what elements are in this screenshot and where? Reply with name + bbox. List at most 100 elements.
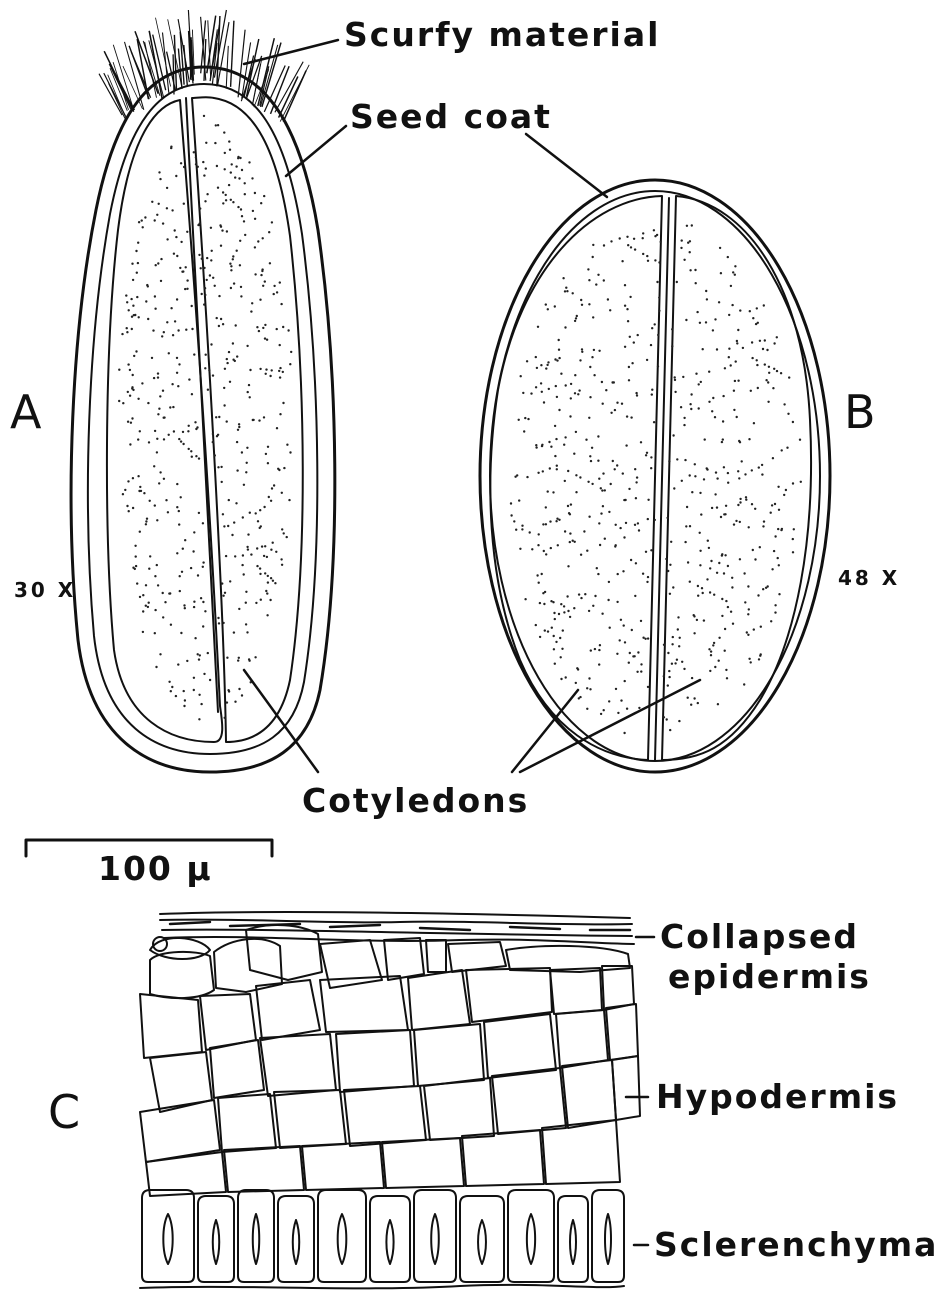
stipple-dot <box>751 341 753 343</box>
stipple-dot <box>670 541 672 543</box>
stipple-dot <box>131 417 133 419</box>
stipple-dot <box>267 581 269 583</box>
stipple-dot <box>770 512 772 514</box>
stipple-dot <box>157 413 159 415</box>
stipple-dot <box>197 574 199 576</box>
stipple-dot <box>193 151 195 153</box>
stipple-dot <box>705 321 707 323</box>
stipple-dot <box>166 238 168 240</box>
stipple-dot <box>719 247 721 249</box>
stipple-dot <box>640 620 642 622</box>
stipple-dot <box>222 622 224 624</box>
stipple-dot <box>700 381 702 383</box>
stipple-dot <box>647 499 649 501</box>
stipple-dot <box>248 660 250 662</box>
stipple-dot <box>141 219 143 221</box>
stipple-dot <box>786 447 788 449</box>
stipple-dot <box>736 342 738 344</box>
stipple-dot <box>592 605 594 607</box>
stipple-dot <box>212 277 214 279</box>
stipple-dot <box>524 598 526 600</box>
stipple-dot <box>156 438 158 440</box>
stipple-dot <box>135 555 137 557</box>
stipple-dot <box>676 659 678 661</box>
stipple-dot <box>216 165 218 167</box>
stipple-dot <box>160 280 162 282</box>
stipple-dot <box>270 500 272 502</box>
hypodermis-cells <box>140 925 640 1196</box>
stipple-dot <box>159 653 161 655</box>
stipple-dot <box>138 316 140 318</box>
stipple-dot <box>281 492 283 494</box>
stipple-dot <box>157 262 159 264</box>
stipple-dot <box>262 237 264 239</box>
stipple-dot <box>558 349 560 351</box>
stipple-dot <box>290 351 292 353</box>
stipple-dot <box>148 568 150 570</box>
stipple-dot <box>281 528 283 530</box>
stipple-dot <box>621 403 623 405</box>
stipple-dot <box>162 592 164 594</box>
stipple-dot <box>681 661 683 663</box>
stipple-dot <box>202 601 204 603</box>
stipple-dot <box>716 477 718 479</box>
stipple-dot <box>757 387 759 389</box>
stipple-dot <box>678 645 680 647</box>
stipple-dot <box>267 462 269 464</box>
stipple-dot <box>129 395 131 397</box>
stipple-dot <box>739 558 741 560</box>
scurf-hair <box>231 21 234 87</box>
stipple-dot <box>629 652 631 654</box>
stipple-dot <box>254 218 256 220</box>
stipple-dot <box>725 505 727 507</box>
stipple-dot <box>651 327 653 329</box>
stipple-dot <box>597 274 599 276</box>
stipple-dot <box>736 416 738 418</box>
stipple-dot <box>238 608 240 610</box>
stipple-dot <box>650 344 652 346</box>
stipple-dot <box>710 560 712 562</box>
stipple-dot <box>708 371 710 373</box>
stipple-dot <box>647 576 649 578</box>
stipple-dot <box>154 430 156 432</box>
stipple-dot <box>154 609 156 611</box>
stipple-dot <box>510 502 512 504</box>
stipple-dot <box>668 460 670 462</box>
stipple-dot <box>708 401 710 403</box>
stipple-dot <box>269 599 271 601</box>
stipple-dot <box>157 372 159 374</box>
stipple-dot <box>226 420 228 422</box>
stipple-dot <box>180 440 182 442</box>
stipple-dot <box>127 421 129 423</box>
stipple-dot <box>283 532 285 534</box>
stipple-dot <box>146 518 148 520</box>
stipple-dot <box>207 389 209 391</box>
stipple-dot <box>197 166 199 168</box>
stipple-dot <box>204 610 206 612</box>
stipple-dot <box>633 238 635 240</box>
stipple-dot <box>535 624 537 626</box>
stipple-dot <box>225 194 227 196</box>
stipple-dot <box>564 480 566 482</box>
stipple-dot <box>693 697 695 699</box>
stipple-dot <box>624 346 626 348</box>
stipple-dot <box>684 459 686 461</box>
stipple-dot <box>554 663 556 665</box>
scale-bar: 100 μ <box>26 840 272 888</box>
stipple-dot <box>739 441 741 443</box>
scurf-hair <box>163 33 169 93</box>
stipple-dot <box>202 566 204 568</box>
stipple-dot <box>635 562 637 564</box>
stipple-dot <box>721 553 723 555</box>
stipple-dot <box>161 335 163 337</box>
stipple-dot <box>771 504 773 506</box>
stipple-dot <box>595 283 597 285</box>
stipple-dot <box>537 544 539 546</box>
stipple-dot <box>149 555 151 557</box>
stipple-dot <box>654 519 656 521</box>
stipple-dot <box>631 629 633 631</box>
stipple-dot <box>222 513 224 515</box>
stipple-dot <box>218 416 220 418</box>
stipple-dot <box>569 532 571 534</box>
stipple-dot <box>674 379 676 381</box>
